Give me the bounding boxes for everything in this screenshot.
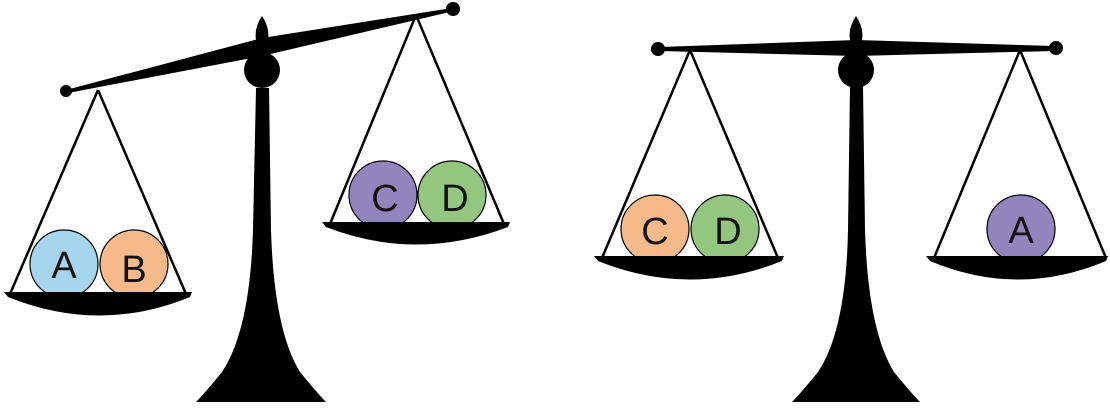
ball-a-label: A bbox=[1008, 210, 1034, 252]
scale-1-right-pan-string bbox=[328, 14, 418, 225]
ball-d-label: D bbox=[714, 211, 741, 253]
scale-2-finial bbox=[849, 16, 863, 52]
scale-1-beam-end-right bbox=[446, 2, 460, 16]
scale-1-pivot bbox=[244, 52, 280, 88]
scale-1-right-pan-string bbox=[414, 14, 506, 225]
scale-1-left-pan: A B bbox=[4, 89, 192, 316]
ball-c: C bbox=[348, 160, 418, 230]
scale-2-left-pan-dish bbox=[594, 256, 784, 280]
scale-2-left-pan-string bbox=[688, 49, 780, 259]
ball-d-label: D bbox=[441, 178, 468, 220]
scale-1-finial bbox=[255, 16, 269, 54]
ball-a-label: A bbox=[51, 245, 77, 287]
ball-c: C bbox=[620, 194, 690, 264]
scale-1-right-pan: C D bbox=[322, 14, 510, 245]
balance-scale-1: A B C D bbox=[4, 2, 510, 402]
scale-2-right-pan-dish bbox=[926, 256, 1108, 280]
ball-d: D bbox=[690, 194, 760, 264]
ball-b: B bbox=[99, 229, 169, 299]
scale-1-right-pan-dish bbox=[322, 222, 510, 245]
ball-a: A bbox=[29, 229, 99, 299]
scale-2-left-pan-string bbox=[600, 49, 692, 259]
scale-1-stand bbox=[196, 88, 326, 402]
scale-1-beam-end-left bbox=[60, 85, 72, 97]
scale-1-left-pan-string bbox=[96, 89, 188, 295]
scale-1-left-pan-dish bbox=[4, 292, 192, 316]
scale-2-beam-end-left bbox=[651, 42, 665, 56]
ball-d: D bbox=[417, 160, 487, 230]
ball-a: A bbox=[986, 194, 1056, 264]
scale-2-stand bbox=[792, 86, 920, 402]
ball-c-label: C bbox=[641, 211, 668, 253]
scale-2-right-pan: A bbox=[926, 49, 1108, 280]
scale-2-beam-end-right bbox=[1049, 41, 1063, 55]
scale-2-right-pan-string bbox=[932, 49, 1022, 259]
ball-b-label: B bbox=[121, 249, 146, 291]
scale-2-pivot bbox=[838, 52, 874, 88]
scale-2-left-pan: C D bbox=[594, 49, 784, 280]
balance-scale-2: C D A bbox=[594, 16, 1108, 402]
scale-2-right-pan-string bbox=[1018, 49, 1108, 259]
scale-1-left-pan-string bbox=[8, 89, 100, 295]
ball-c-label: C bbox=[371, 178, 398, 220]
